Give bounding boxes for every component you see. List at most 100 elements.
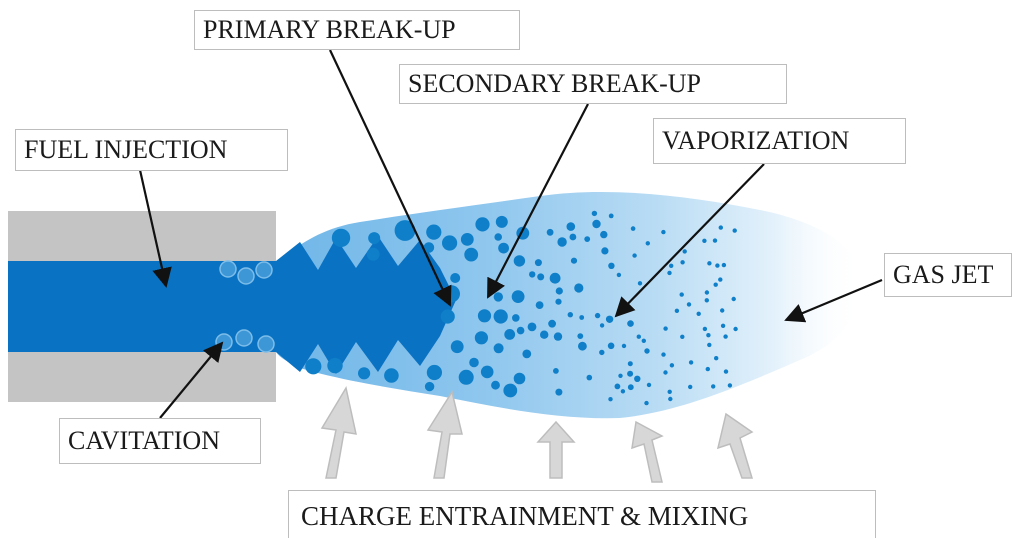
droplet	[718, 277, 723, 282]
fuel-injection-arrow	[138, 169, 172, 288]
primary-breakup-label: PRIMARY BREAK-UP	[194, 10, 520, 50]
entrainment-arrow-1	[320, 385, 357, 479]
droplet	[616, 272, 622, 278]
droplet	[579, 315, 585, 320]
droplet	[460, 233, 474, 246]
droplet	[644, 400, 649, 406]
droplet	[480, 365, 494, 379]
entrainment-arrow-3	[536, 420, 576, 479]
droplet	[682, 249, 687, 254]
droplet	[668, 396, 673, 402]
droplet	[732, 228, 737, 233]
droplet	[477, 309, 492, 323]
droplet	[555, 298, 562, 305]
entrainment-arrow-2	[426, 390, 463, 479]
droplet	[331, 228, 351, 248]
droplet	[704, 290, 710, 295]
droplet	[632, 253, 637, 258]
droplet	[474, 331, 488, 345]
droplet	[527, 322, 537, 332]
droplet	[591, 210, 598, 217]
nozzle-upper-wall	[8, 211, 276, 261]
droplet	[424, 381, 435, 392]
cavitation-label: CAVITATION	[59, 418, 261, 464]
droplet	[494, 233, 503, 241]
droplet	[644, 348, 650, 354]
gas-jet-label: GAS JET	[884, 253, 1012, 297]
droplet	[504, 329, 516, 340]
entrainment-arrows	[320, 385, 754, 483]
droplet	[627, 361, 633, 367]
droplet	[608, 262, 615, 269]
droplet	[680, 334, 685, 339]
droplet	[636, 334, 641, 339]
droplet	[731, 296, 736, 302]
gas-jet-arrow	[784, 278, 883, 323]
droplet	[535, 301, 544, 309]
droplet	[529, 271, 536, 278]
droplet	[548, 319, 556, 328]
droplet	[512, 314, 520, 322]
cavitation-bubbles	[215, 260, 275, 353]
droplet	[450, 273, 461, 283]
droplet	[663, 326, 668, 331]
droplet	[491, 380, 500, 390]
droplet	[600, 230, 608, 239]
droplet	[566, 222, 576, 231]
droplet	[577, 333, 584, 339]
droplet	[578, 341, 587, 351]
droplet	[495, 215, 508, 228]
droplet	[706, 333, 711, 338]
droplet	[723, 369, 729, 374]
droplet	[553, 368, 559, 374]
droplet	[423, 242, 435, 253]
droplet	[608, 397, 613, 402]
fuel-injection-label: FUEL INJECTION	[15, 129, 288, 171]
droplet	[546, 228, 554, 236]
droplet	[696, 311, 701, 316]
droplet	[637, 281, 643, 286]
droplet	[426, 224, 442, 240]
droplet	[584, 236, 591, 243]
droplet	[493, 343, 504, 354]
droplet	[634, 375, 641, 382]
vaporization-arrow	[614, 163, 765, 318]
entrainment-arrow-4	[631, 420, 664, 483]
droplet	[574, 283, 584, 293]
droplet	[707, 261, 712, 266]
droplet	[537, 273, 545, 281]
droplet	[646, 382, 652, 388]
droplet	[493, 309, 508, 324]
droplet	[384, 368, 399, 383]
droplet	[557, 237, 567, 247]
droplet	[688, 360, 694, 365]
droplet	[549, 272, 561, 284]
secondary-breakup-label: SECONDARY BREAK-UP	[399, 64, 787, 104]
droplet	[669, 363, 675, 368]
droplet	[592, 219, 601, 229]
droplet	[394, 220, 416, 241]
droplet	[661, 229, 666, 235]
droplet	[601, 247, 609, 255]
droplet	[661, 352, 666, 357]
droplet	[674, 308, 680, 313]
droplet	[522, 349, 532, 359]
droplet	[627, 370, 634, 377]
droplets	[305, 210, 738, 406]
droplet	[667, 389, 672, 394]
droplet	[516, 326, 525, 335]
droplet	[305, 358, 322, 375]
droplet	[641, 338, 646, 343]
droplet	[707, 342, 712, 348]
droplet	[368, 232, 381, 245]
droplet	[680, 260, 685, 265]
droplet	[366, 247, 380, 261]
droplet	[620, 389, 626, 394]
droplet	[713, 282, 718, 287]
secondary-breakup-arrow	[487, 103, 589, 299]
droplet	[570, 257, 578, 264]
droplet	[599, 323, 605, 328]
droplet	[555, 287, 563, 295]
droplet	[553, 332, 563, 341]
